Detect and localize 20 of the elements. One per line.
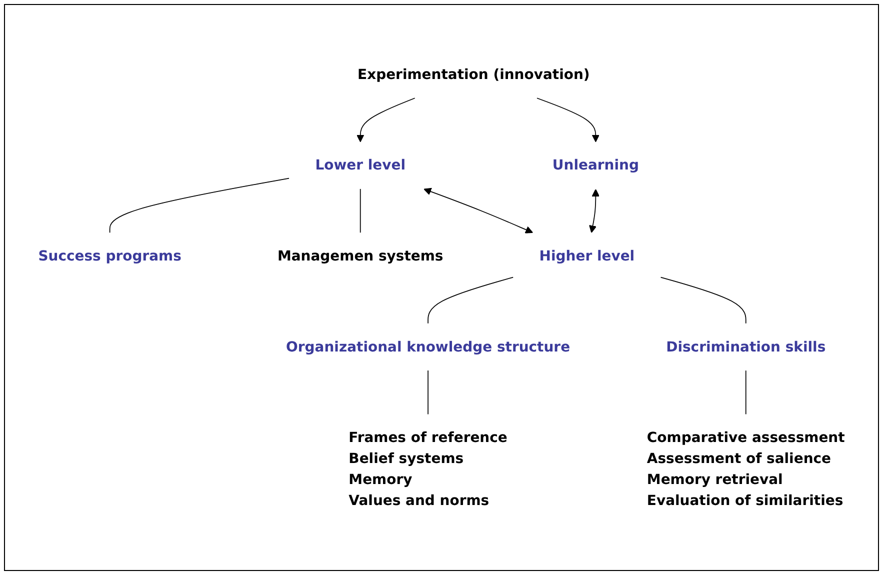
connector xyxy=(109,178,290,233)
arrow xyxy=(356,98,416,142)
connector xyxy=(428,276,514,324)
node-text: Discrimination skills xyxy=(666,338,826,355)
node-text: Organizational knowledge structure xyxy=(286,338,570,355)
arrow xyxy=(589,188,600,233)
connector xyxy=(660,276,746,324)
node-text: Comparative assessment Assessment of salience Memory retrieval Evaluation of similarities xyxy=(646,428,845,508)
node-text: Experimentation (innovation) xyxy=(358,66,590,82)
diagram: Experimentation (innovation) Lower level Unlearning Success programs Managemen systems Higher level Organizational knowledge structure Discrimination skills Frames of reference Belief systems Memory Values and norms Comparative assessment Assessment of salience Memory retrieval Evaluation of similarities xyxy=(5,44,878,532)
node-text: Higher level xyxy=(539,247,635,264)
arrow xyxy=(424,188,533,234)
arrow xyxy=(536,98,600,142)
node-text: Unlearning xyxy=(552,156,639,174)
node-text: Frames of reference Belief systems Memory Values and norms xyxy=(348,428,508,508)
node-text: Lower level xyxy=(315,156,406,174)
connector xyxy=(360,188,361,233)
connector xyxy=(745,370,746,415)
node-text: Managemen systems xyxy=(277,247,444,264)
node-text: Success programs xyxy=(38,247,182,264)
